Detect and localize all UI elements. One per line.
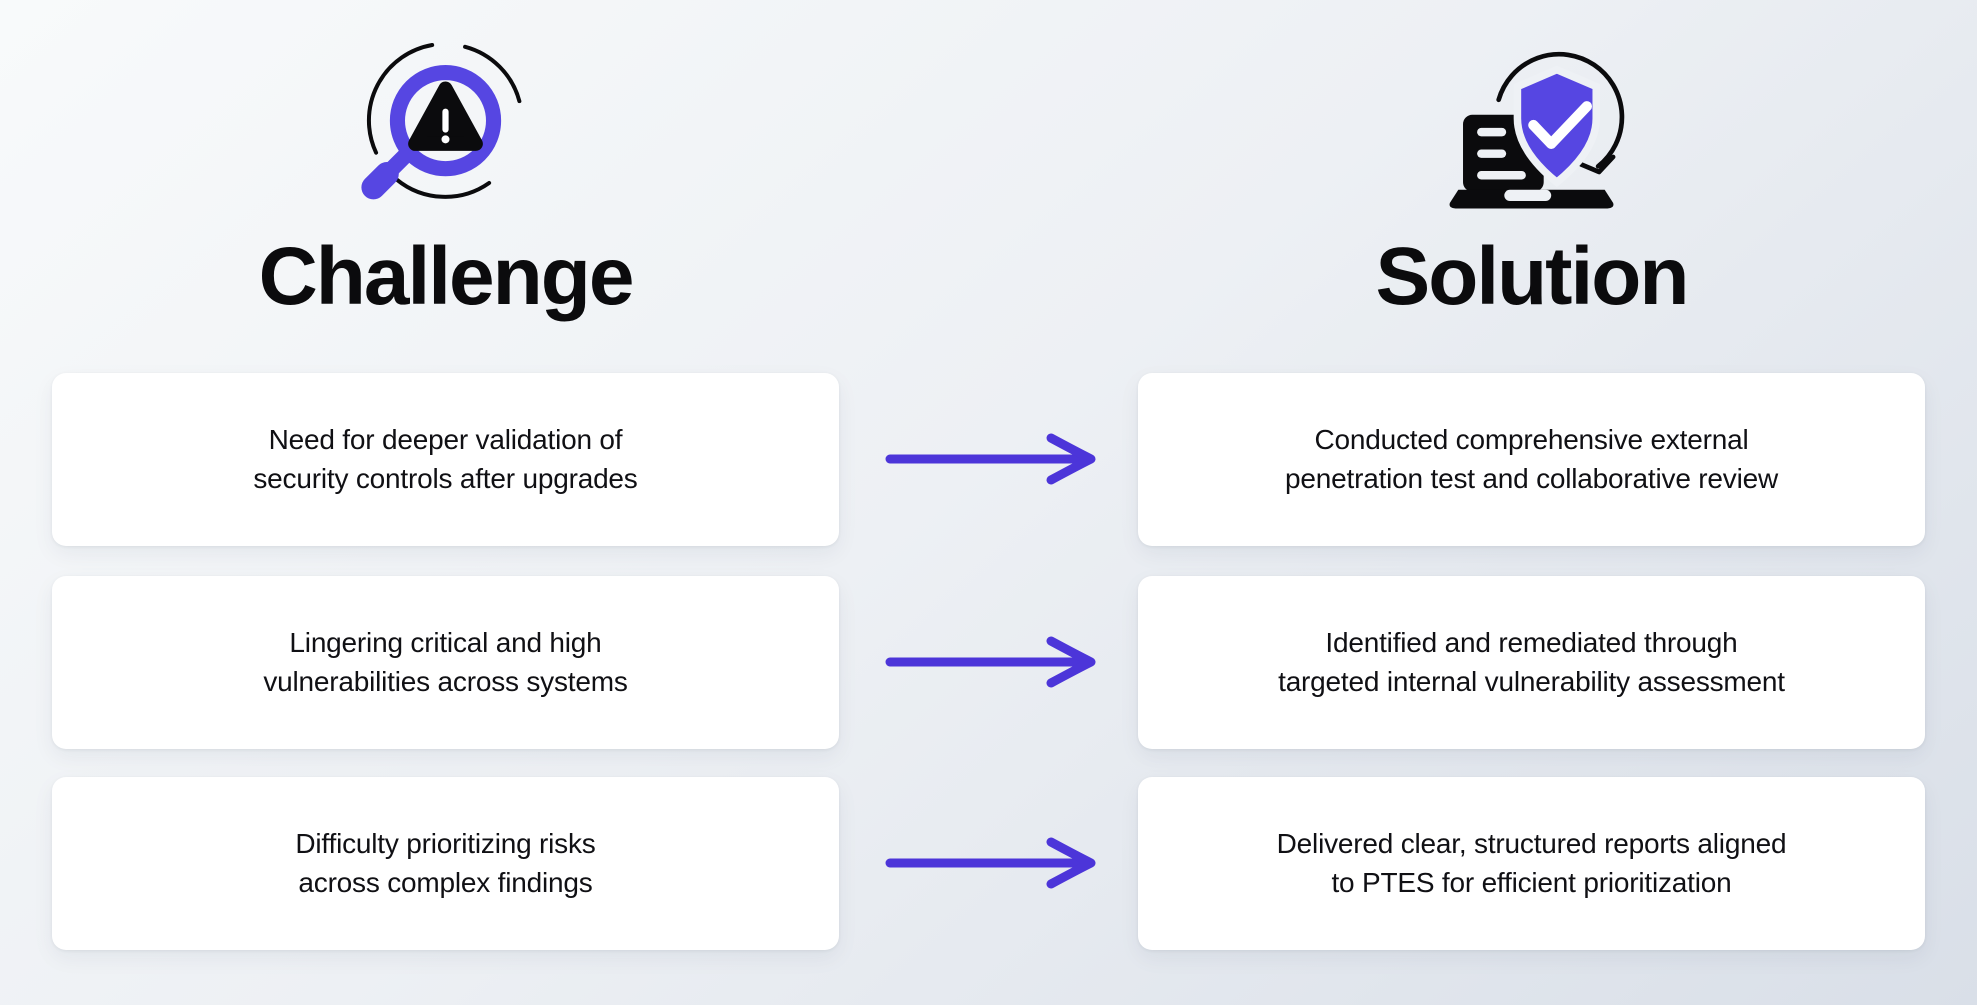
challenge-card-2: Lingering critical and high vulnerabilit… — [52, 576, 839, 749]
challenge-card-1: Need for deeper validation of security c… — [52, 373, 839, 546]
arrow-right-icon — [885, 429, 1100, 489]
magnifier-warning-icon — [349, 28, 542, 224]
challenge-header: Challenge — [52, 28, 839, 318]
solution-card-2: Identified and remediated through target… — [1138, 576, 1925, 749]
challenge-card-3: Difficulty prioritizing risks across com… — [52, 777, 839, 950]
solution-title: Solution — [1375, 231, 1690, 322]
challenge-card-3-text: Difficulty prioritizing risks across com… — [295, 828, 596, 898]
challenge-title: Challenge — [258, 231, 635, 322]
challenge-card-2-text: Lingering critical and high vulnerabilit… — [263, 627, 628, 697]
solution-card-2-text: Identified and remediated through target… — [1278, 627, 1785, 697]
solution-card-3: Delivered clear, structured reports alig… — [1138, 777, 1925, 950]
challenge-card-1-text: Need for deeper validation of security c… — [253, 424, 638, 494]
solution-card-1: Conducted comprehensive external penetra… — [1138, 373, 1925, 546]
arrow-right-icon — [885, 632, 1100, 692]
solution-header: Solution — [1138, 28, 1925, 318]
solution-card-1-text: Conducted comprehensive external penetra… — [1285, 424, 1778, 494]
laptop-shield-check-icon — [1433, 28, 1630, 224]
solution-card-3-text: Delivered clear, structured reports alig… — [1276, 828, 1787, 898]
arrow-right-icon — [885, 833, 1100, 893]
